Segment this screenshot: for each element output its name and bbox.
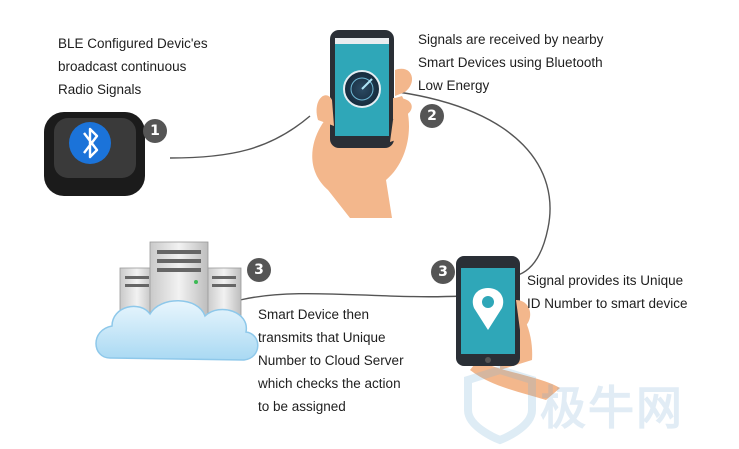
bluetooth-beacon-icon (44, 112, 145, 196)
phone-radar-icon (312, 30, 413, 218)
connection-lines (169, 91, 551, 301)
transmit-caption: Smart Device then transmits that Unique … (258, 307, 404, 414)
receive-caption: Signals are received by nearby Smart Dev… (418, 32, 604, 93)
watermark-logo-icon (464, 365, 536, 445)
cloud-shape (95, 300, 259, 361)
identify-caption: Signal provides its Unique ID Number to … (527, 273, 688, 311)
step-badge-3-cloud: 3 (247, 258, 271, 282)
step-badge-2: 2 (420, 104, 444, 128)
phone-location-icon (456, 256, 560, 400)
watermark-text: 极牛网 (540, 381, 684, 435)
line-beacon-to-phone (169, 115, 311, 159)
line-phone-to-cloud (239, 292, 463, 301)
line-phone-to-phone (397, 91, 551, 277)
cloud-server-icon (95, 241, 259, 361)
step-badge-3-phone: 3 (431, 260, 455, 284)
step-badge-1: 1 (143, 119, 167, 143)
beacon-caption: BLE Configured Devic'es broadcast contin… (58, 36, 208, 97)
